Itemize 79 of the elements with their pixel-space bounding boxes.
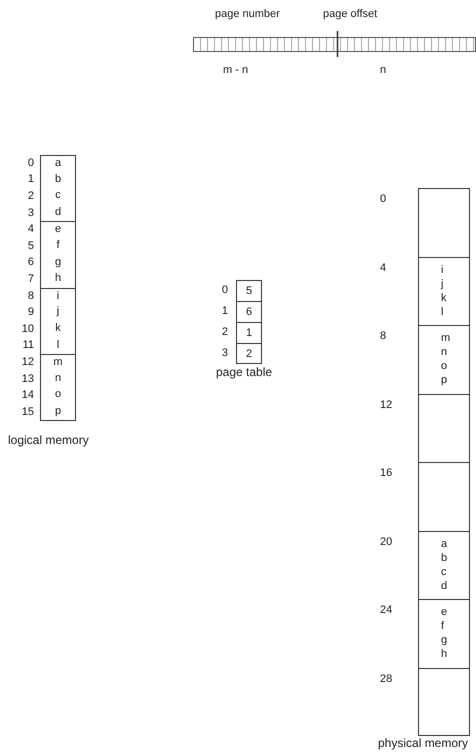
memory-cell: m xyxy=(40,354,76,371)
address-label: 1 xyxy=(26,173,34,186)
memory-cell: h xyxy=(40,271,76,288)
field-label: page offset xyxy=(323,8,378,21)
address-label: 7 xyxy=(26,273,34,286)
memory-content: h xyxy=(441,648,448,661)
memory-frame xyxy=(418,256,470,325)
memory-content: j xyxy=(441,278,444,290)
memory-content: m xyxy=(441,332,450,345)
frame-address-label: 20 xyxy=(380,536,394,548)
address-label: 15 xyxy=(20,406,34,419)
memory-cell: a xyxy=(40,155,76,172)
memory-cell: o xyxy=(40,387,76,404)
memory-content: k xyxy=(441,292,446,304)
memory-frame xyxy=(418,394,470,462)
page-index-label: 2 xyxy=(220,326,228,339)
memory-cell: c xyxy=(40,188,76,205)
address-label: 12 xyxy=(20,356,34,369)
memory-content: e xyxy=(441,606,448,619)
memory-content: o xyxy=(441,360,448,373)
memory-frame xyxy=(418,668,470,736)
address-label: 9 xyxy=(26,306,34,320)
address-label: 13 xyxy=(20,372,34,386)
memory-content: p xyxy=(441,374,448,387)
memory-content: a xyxy=(441,538,448,550)
memory-content: l xyxy=(441,306,444,318)
memory-cell: g xyxy=(40,254,76,272)
memory-frame xyxy=(418,530,470,599)
address-label: 0 xyxy=(26,156,34,170)
memory-cell: b xyxy=(40,172,76,188)
frame-address-label: 28 xyxy=(380,672,394,686)
frame-address-label: 0 xyxy=(380,193,388,206)
memory-cell: i xyxy=(40,288,76,304)
address-label: 3 xyxy=(26,206,34,220)
memory-cell: n xyxy=(40,370,76,388)
frame-address-label: 24 xyxy=(380,604,394,617)
page-table-entry: 1 xyxy=(236,322,262,343)
frame-address-label: 16 xyxy=(380,467,394,480)
bit-width-label: n xyxy=(380,64,386,77)
memory-cell: p xyxy=(40,404,76,421)
address-label: 6 xyxy=(26,256,34,270)
memory-cell: d xyxy=(40,204,76,222)
memory-frame xyxy=(418,462,470,530)
memory-cell: e xyxy=(40,221,76,238)
caption-label: logical memory xyxy=(8,434,89,447)
memory-content: d xyxy=(441,580,448,592)
frame-address-label: 4 xyxy=(380,262,388,274)
memory-content: f xyxy=(441,620,444,633)
memory-frame xyxy=(418,188,470,256)
memory-cell: j xyxy=(40,304,76,321)
page-table-entry: 6 xyxy=(236,301,262,322)
field-label: page number xyxy=(215,8,280,21)
address-label: 14 xyxy=(20,389,34,402)
address-label: 8 xyxy=(26,290,34,303)
caption-label: physical memory xyxy=(378,737,468,750)
memory-content: c xyxy=(441,566,446,578)
page-index-label: 3 xyxy=(220,347,228,360)
memory-frame xyxy=(418,325,470,394)
memory-frame xyxy=(418,599,470,668)
memory-content: b xyxy=(441,552,448,564)
address-label: 4 xyxy=(26,223,34,236)
page-index-label: 1 xyxy=(220,305,228,318)
caption-label: page table xyxy=(216,366,272,379)
bit-width-label: m - n xyxy=(223,64,248,77)
address-label: 5 xyxy=(26,240,34,253)
page-table-entry: 2 xyxy=(236,343,262,364)
frame-address-label: 8 xyxy=(380,330,388,343)
memory-content: n xyxy=(441,346,448,359)
memory-cell: k xyxy=(40,321,76,338)
memory-cell: l xyxy=(40,338,76,354)
page-table-entry: 5 xyxy=(236,280,262,301)
memory-content: i xyxy=(441,264,444,276)
address-label: 10 xyxy=(20,322,34,336)
page-index-label: 0 xyxy=(220,284,228,297)
memory-cell: f xyxy=(40,238,76,255)
frame-address-label: 12 xyxy=(380,398,394,412)
address-label: 2 xyxy=(26,190,34,203)
memory-content: g xyxy=(441,634,448,647)
address-label: 11 xyxy=(22,339,34,352)
